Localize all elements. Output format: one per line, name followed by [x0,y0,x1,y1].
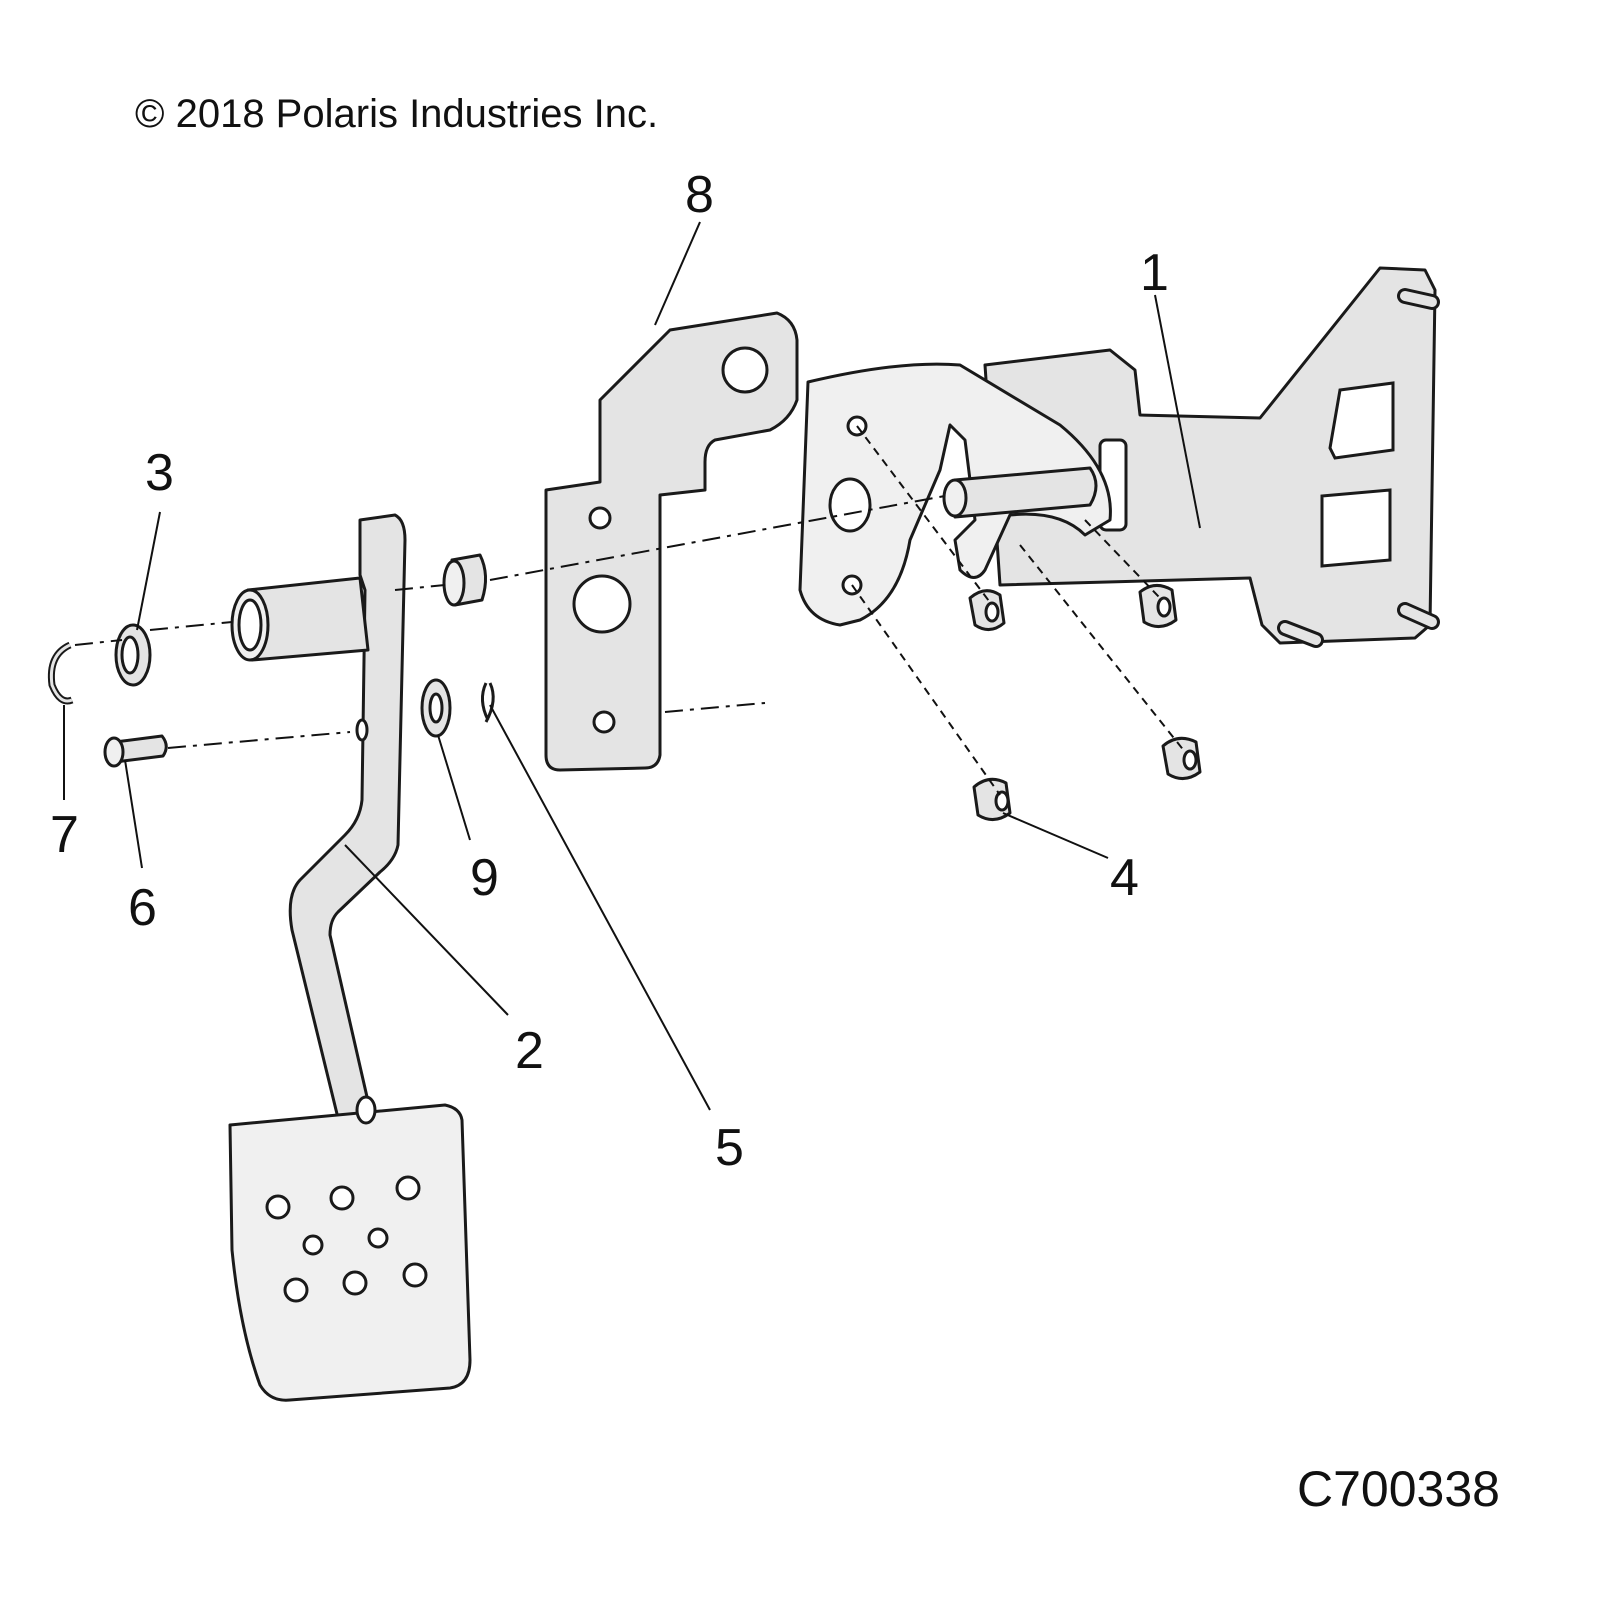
e-clip-part-7[interactable] [47,641,74,705]
assembly-centerlines [74,425,1186,796]
cotter-pin-part-5[interactable] [481,682,495,723]
callout-5: 5 [715,1119,744,1177]
clevis-pin-part-6[interactable] [103,734,168,768]
stud-bottom-right [1397,602,1440,630]
side-bracket-part-8[interactable] [544,311,799,772]
flange-nut-part-4-d[interactable] [972,777,1012,821]
callout-7: 7 [50,806,79,864]
callout-6: 6 [128,879,157,937]
callout-1: 1 [1140,244,1169,302]
flange-nut-part-4-c[interactable] [1161,736,1202,780]
mounting-bracket-part-1[interactable] [798,266,1440,648]
callout-2: 2 [515,1022,544,1080]
copyright-text: © 2018 Polaris Industries Inc. [135,92,659,136]
flange-nut-part-4-b[interactable] [1138,584,1178,628]
bushing-part-3[interactable] [114,623,152,687]
callout-8: 8 [685,166,714,224]
washer-part-9[interactable] [420,678,452,738]
pedal-pivot-tube [230,576,370,662]
flange-nut-part-4-a[interactable] [968,589,1006,631]
callout-4: 4 [1110,849,1139,907]
stud-bottom-left [1277,620,1324,648]
callout-3: 3 [145,444,174,502]
pivot-shaft [942,466,1098,519]
bushing-inner[interactable] [442,553,487,607]
pedal-arm-part-2[interactable] [228,513,472,1402]
callout-leaders [63,221,1201,1111]
stud-top-right [1397,288,1440,310]
callout-9: 9 [470,849,499,907]
drawing-code: C700338 [1297,1461,1500,1517]
